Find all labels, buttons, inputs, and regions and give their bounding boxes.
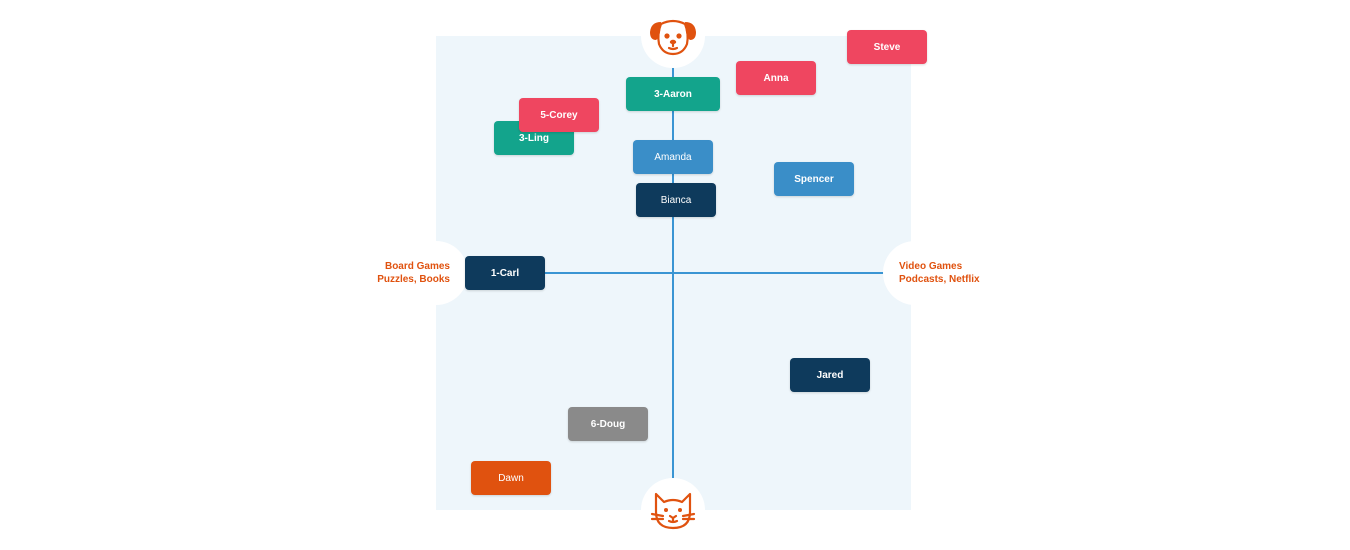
person-chip[interactable]: 5-Corey xyxy=(519,98,599,132)
top-pole xyxy=(641,4,705,68)
person-chip[interactable]: 1-Carl xyxy=(465,256,545,290)
left-pole xyxy=(404,241,468,305)
vertical-axis xyxy=(672,36,674,510)
right-axis-label-line: Video Games xyxy=(899,261,963,272)
right-axis-label: Video Games Podcasts, Netflix xyxy=(899,260,980,286)
left-axis-label-line: Board Games xyxy=(384,261,450,272)
bottom-pole xyxy=(641,478,705,542)
left-axis-label-line: Puzzles, Books xyxy=(377,274,450,285)
person-chip[interactable]: Bianca xyxy=(636,183,716,217)
cat-face-icon xyxy=(648,488,698,532)
right-axis-label-line: Podcasts, Netflix xyxy=(899,274,980,285)
left-axis-label: Board Games Puzzles, Books xyxy=(377,260,450,286)
person-chip[interactable]: Anna xyxy=(736,61,816,95)
person-chip[interactable]: Dawn xyxy=(471,461,551,495)
dog-face-icon xyxy=(647,14,699,58)
person-chip[interactable]: Steve xyxy=(847,30,927,64)
right-pole xyxy=(883,241,947,305)
person-chip[interactable]: 3-Aaron xyxy=(626,77,720,111)
person-chip[interactable]: Spencer xyxy=(774,162,854,196)
person-chip[interactable]: Jared xyxy=(790,358,870,392)
person-chip[interactable]: Amanda xyxy=(633,140,713,174)
person-chip[interactable]: 6-Doug xyxy=(568,407,648,441)
